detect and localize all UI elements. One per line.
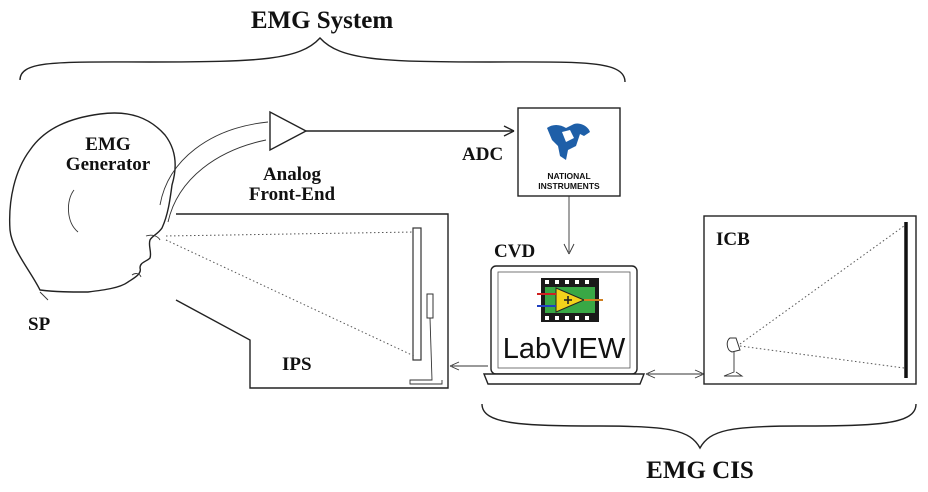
emg-system-title: EMG System xyxy=(251,7,394,34)
cvd-icb-arrowhead-right xyxy=(694,369,705,379)
ips-label: IPS xyxy=(282,354,312,375)
gaze-line-top xyxy=(165,231,415,237)
cvd-to-ips-arrowhead xyxy=(449,361,460,371)
ips-box xyxy=(175,213,449,389)
labview-text: LabVIEW xyxy=(503,333,626,365)
emg-system-brace xyxy=(19,36,626,83)
adc-label: ADC xyxy=(462,144,503,165)
ear-outline xyxy=(68,189,79,233)
emg-cis-title: EMG CIS xyxy=(646,457,754,484)
electrode-wire-2 xyxy=(167,139,267,223)
ni-logo-text-1: NATIONAL xyxy=(547,171,590,181)
subject-head xyxy=(8,112,176,293)
emg-cis-brace xyxy=(481,403,917,450)
cvd-icb-arrowhead-left xyxy=(645,369,656,379)
icb-box xyxy=(703,215,917,385)
ni-logo-text-2: INSTRUMENTS xyxy=(538,181,600,191)
labview-icon xyxy=(537,278,603,322)
ips-monitor-screen xyxy=(412,227,422,361)
electrode-wire-1 xyxy=(159,121,269,206)
ips-monitor-stand-top xyxy=(426,293,434,319)
mouth-outline xyxy=(131,273,142,278)
icb-camera-icon xyxy=(723,337,744,377)
emg-generator-label-2: Generator xyxy=(66,154,151,175)
analog-label-2: Front-End xyxy=(249,184,336,205)
analog-amplifier-triangle xyxy=(269,110,308,152)
gaze-line-bottom xyxy=(165,239,415,357)
sp-label: SP xyxy=(28,314,51,335)
emg-generator-label-1: EMG xyxy=(85,134,131,155)
icb-view-line-top xyxy=(739,225,905,345)
laptop-base xyxy=(482,373,646,385)
adc-to-cvd-arrowhead xyxy=(563,243,575,255)
analog-label-1: Analog xyxy=(263,164,322,185)
eye-outline xyxy=(145,234,161,241)
cvd-label: CVD xyxy=(494,241,535,262)
amp-to-adc-arrowhead xyxy=(503,125,515,137)
icb-label: ICB xyxy=(716,229,750,250)
ni-eagle-icon xyxy=(547,123,590,160)
ips-monitor-stand xyxy=(409,317,443,385)
